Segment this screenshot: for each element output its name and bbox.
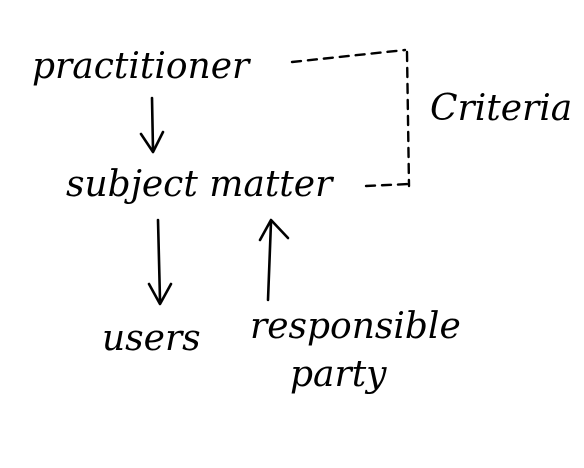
arrow-responsible-to-subject — [258, 218, 290, 302]
arrow-practitioner-to-subject — [139, 96, 165, 154]
node-responsible-line1: responsible — [250, 306, 461, 347]
node-users: users — [102, 318, 201, 359]
node-criteria: Criteria — [430, 88, 572, 129]
node-responsible-line2: party — [290, 354, 387, 395]
dashed-criteria-bracket — [290, 48, 411, 188]
node-subject-matter: subject matter — [66, 164, 334, 205]
node-practitioner: practitioner — [32, 46, 251, 87]
arrow-subject-to-users — [147, 218, 173, 306]
